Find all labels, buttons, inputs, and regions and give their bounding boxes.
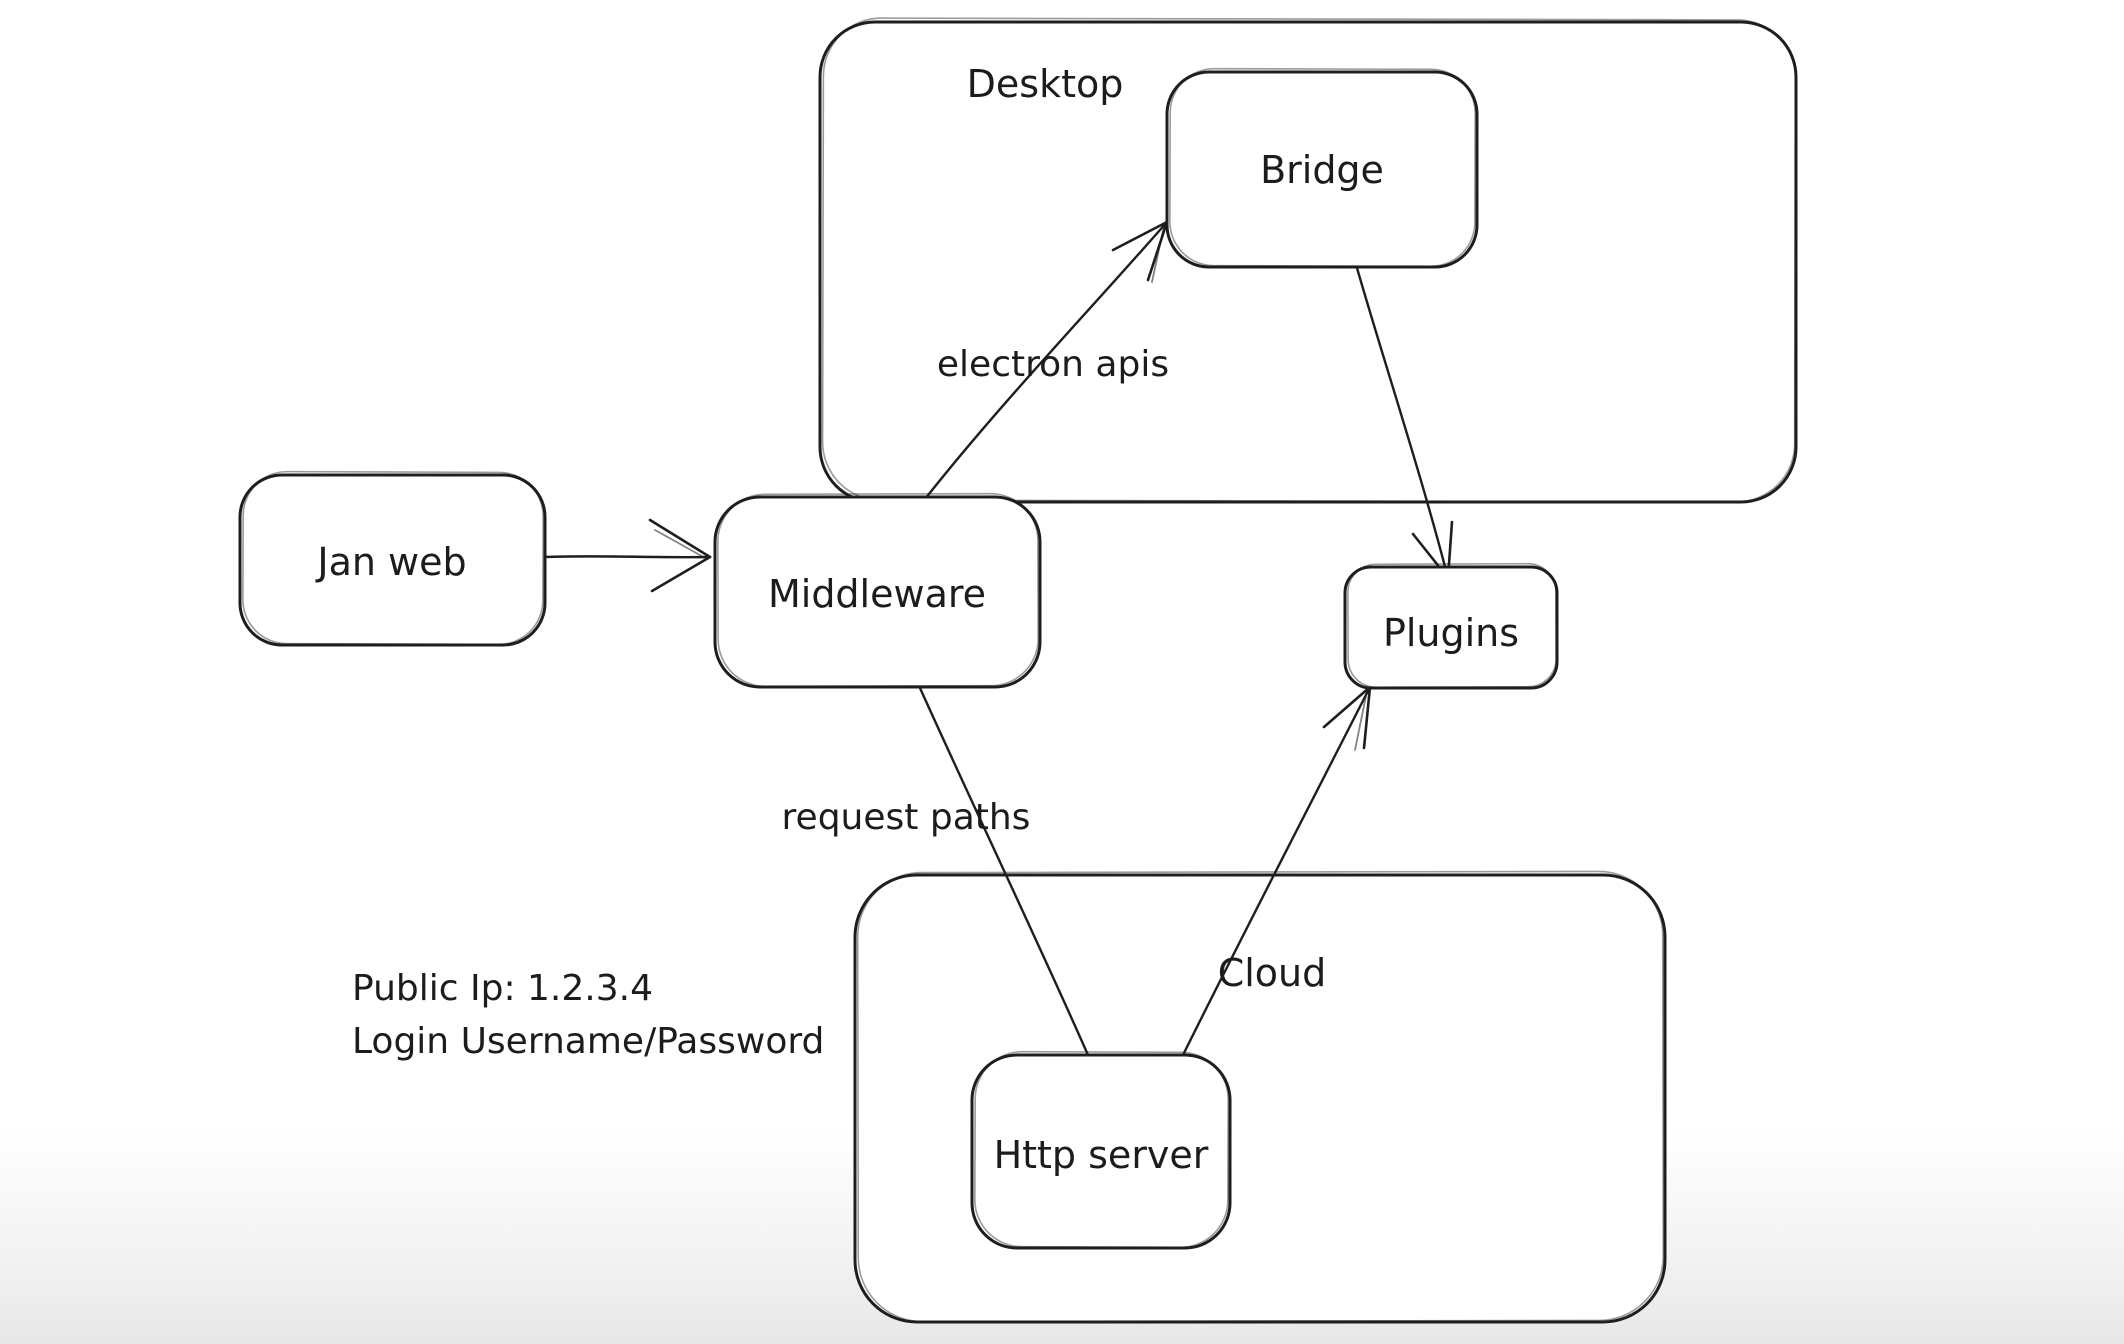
jan-web-box[interactable] <box>238 473 547 647</box>
middleware-box[interactable] <box>713 495 1042 689</box>
annotation-credentials[interactable]: Public Ip: 1.2.3.4 Login Username/Passwo… <box>352 968 824 1062</box>
node-http-server[interactable]: Http server <box>970 1050 1232 1250</box>
edge-middleware-to-bridge[interactable]: electron apis <box>923 220 1169 501</box>
annotation-login[interactable]: Login Username/Password <box>352 1021 824 1062</box>
http-server-sketch-stroke <box>974 1050 1229 1249</box>
http-server-label: Http server <box>994 1133 1209 1177</box>
middleware-sketch-stroke <box>717 492 1039 688</box>
plugins-box[interactable] <box>1343 565 1559 690</box>
bridge-label: Bridge <box>1260 148 1384 192</box>
jan-web-label: Jan web <box>315 540 466 584</box>
edge-label-electron-apis: electron apis <box>937 344 1169 385</box>
plugins-sketch-stroke <box>1347 562 1557 689</box>
node-plugins[interactable]: Plugins <box>1343 562 1559 690</box>
cloud-container-sketch-stroke <box>856 870 1665 1323</box>
edge-line[interactable] <box>1181 685 1372 1057</box>
http-server-box[interactable] <box>970 1053 1232 1250</box>
bridge-box[interactable] <box>1165 70 1479 269</box>
edge-line[interactable] <box>543 555 708 559</box>
arrowhead <box>1322 685 1372 729</box>
arrowhead-sketch <box>654 529 708 560</box>
node-jan-web[interactable]: Jan web <box>238 470 547 647</box>
edge-http-server-to-plugins[interactable] <box>1181 685 1372 1057</box>
bridge-sketch-stroke <box>1169 67 1476 268</box>
edge-line[interactable] <box>1355 266 1450 580</box>
arrowhead <box>648 518 712 559</box>
edge-line[interactable] <box>923 220 1169 501</box>
cloud-container-label: Cloud <box>1218 951 1327 995</box>
arrowhead <box>1362 685 1372 750</box>
edge-middleware-to-http-server[interactable]: request paths <box>782 686 1090 1057</box>
arrowhead <box>650 555 712 593</box>
desktop-container-sketch-stroke <box>821 17 1797 503</box>
edge-jan-web-to-middleware[interactable] <box>543 518 712 593</box>
node-middleware[interactable]: Middleware <box>713 492 1042 689</box>
arrowhead <box>1146 220 1169 282</box>
arrowhead-sketch <box>1151 225 1165 283</box>
edge-line[interactable] <box>918 686 1090 1057</box>
jan-web-sketch-stroke <box>242 470 544 646</box>
arrowhead <box>1111 220 1169 252</box>
plugins-label: Plugins <box>1383 611 1519 655</box>
node-bridge[interactable]: Bridge <box>1165 67 1479 269</box>
middleware-label: Middleware <box>768 572 986 616</box>
desktop-container-label: Desktop <box>967 62 1124 106</box>
edge-label-request-paths: request paths <box>782 797 1031 838</box>
annotation-public-ip[interactable]: Public Ip: 1.2.3.4 <box>352 968 653 1009</box>
arrowhead-sketch <box>1354 690 1368 751</box>
